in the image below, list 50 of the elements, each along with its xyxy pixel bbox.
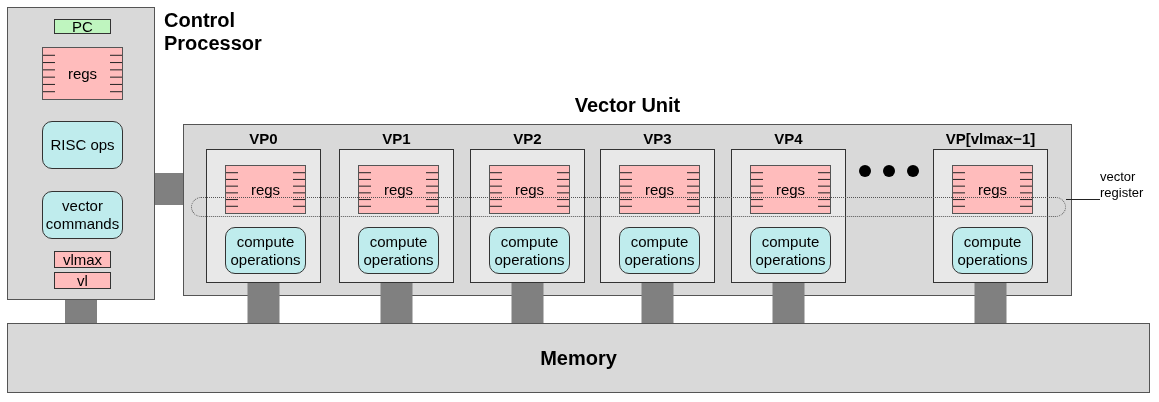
memory-box [7,323,1150,393]
label: PC [71,17,94,36]
label: compute operations [754,232,827,269]
heading: VP3 [642,130,673,147]
heading: VP1 [381,130,412,147]
register-box [54,251,111,268]
operation-box [42,121,123,169]
bus-connector [641,283,674,323]
label: regs [382,180,415,199]
register-box [54,272,111,289]
bus-connector [772,283,805,323]
heading: Vector Unit [573,94,682,117]
label: compute operations [493,232,566,269]
label: regs [66,64,99,83]
label: vlmax [61,250,104,269]
label: regs [976,180,1009,199]
label: compute operations [229,232,302,269]
label: regs [513,180,546,199]
register-box [54,19,111,34]
label: vector commands [44,197,121,233]
heading: Control Processor [164,9,263,55]
heading: VP[vlmax−1] [944,130,1037,147]
register-file-box [619,165,700,214]
label: compute operations [362,232,435,269]
bus-connector [974,283,1007,323]
label: regs [774,180,807,199]
label: Memory [539,349,618,367]
register-file-box [489,165,570,214]
label: compute operations [623,232,696,269]
register-file-box [42,47,123,100]
label: compute operations [956,232,1029,269]
label: regs [249,180,282,199]
bus-connector [511,283,544,323]
label: RISC ops [49,136,116,154]
label: regs [643,180,676,199]
bus-connector [155,173,183,205]
heading: VP0 [248,130,279,147]
bus-connector [65,300,97,323]
register-file-box [750,165,831,214]
leader-line [1065,199,1101,200]
register-file-box [952,165,1033,214]
label: vl [76,271,89,290]
heading: VP2 [512,130,543,147]
bus-connector [247,283,280,323]
bus-connector [380,283,413,323]
register-file-box [225,165,306,214]
callout-label-text: vector register [1100,169,1145,201]
heading: VP4 [773,130,804,147]
register-file-box [358,165,439,214]
operation-box [42,191,123,239]
